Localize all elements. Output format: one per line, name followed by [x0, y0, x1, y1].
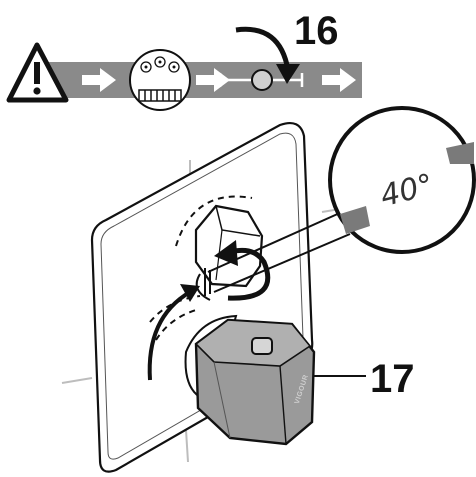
handle-cap — [251, 337, 273, 355]
step-number-16: 16 — [294, 9, 339, 53]
filter-cleaning-icon — [129, 49, 191, 111]
install-direction-arrow-icon — [147, 284, 200, 381]
warning-triangle-icon — [6, 42, 69, 103]
arrow-right-icon — [82, 68, 116, 92]
turn-arrow-icon — [235, 26, 300, 84]
arrow-right-icon — [322, 68, 356, 92]
step-number-17: 17 — [370, 357, 415, 401]
arrow-right-icon — [196, 68, 230, 92]
rotate-ccw-icon — [214, 240, 271, 301]
zoom-detail-circle: 40° — [328, 106, 476, 254]
temperature-marker — [204, 268, 211, 296]
flow-handle: VIGOUR — [194, 318, 316, 446]
